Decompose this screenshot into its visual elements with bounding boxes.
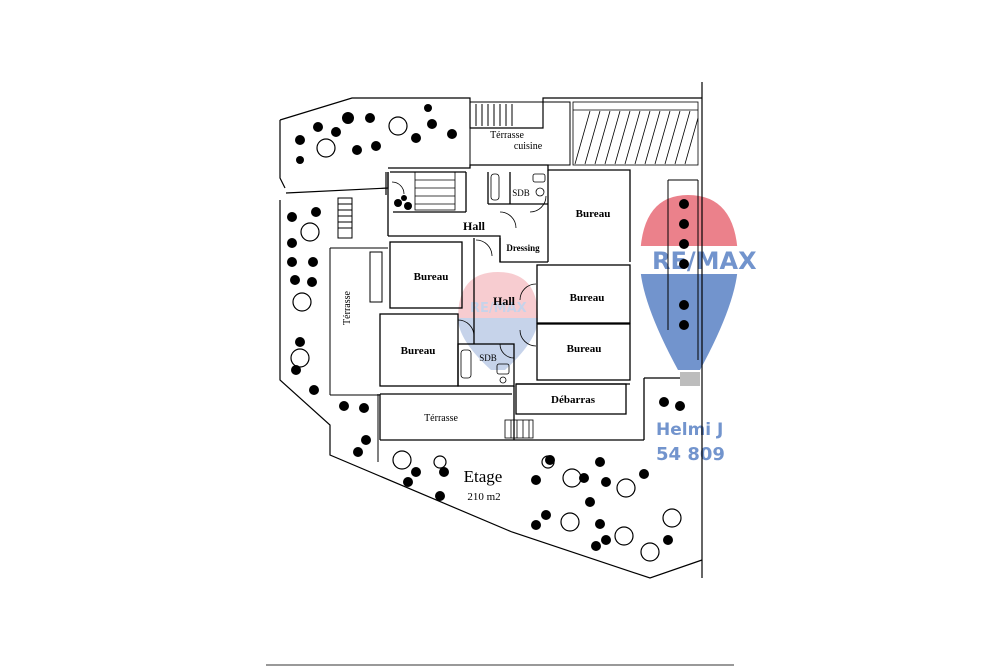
label-terrasse-cuisine-2: cuisine: [514, 141, 543, 152]
watermark-phone: 54 809: [656, 444, 725, 465]
label-sdb-bottom: SDB: [479, 353, 497, 363]
label-bureau-mid-right: Bureau: [570, 292, 605, 304]
svg-text:RE/MAX: RE/MAX: [470, 301, 527, 316]
vegetation-large: [290, 116, 682, 562]
door-swings: [391, 181, 547, 359]
label-terrasse-cuisine-1: Térrasse: [490, 130, 524, 141]
remax-watermark-center: RE/MAX: [458, 272, 538, 370]
label-bureau-bottom-right: Bureau: [567, 343, 602, 355]
floor-title: Etage: [464, 467, 503, 486]
right-strip: [667, 179, 699, 360]
bathroom-fixtures: [460, 173, 546, 384]
label-sdb-top: SDB: [512, 188, 530, 198]
vegetation: [287, 104, 689, 551]
label-dressing: Dressing: [506, 243, 540, 253]
side-terrasse-walls: [329, 197, 388, 462]
label-debarras: Débarras: [551, 394, 596, 406]
remax-watermark-right: RE/MAX Helmi J 54 809: [640, 195, 757, 465]
hatched-stair: [572, 101, 699, 166]
label-bureau-left: Bureau: [414, 271, 449, 283]
label-terrasse-bottom: Térrasse: [424, 413, 458, 424]
interior-walls: [379, 164, 680, 441]
label-bureau-bottom-left: Bureau: [401, 345, 436, 357]
watermark-brand: RE/MAX: [652, 247, 757, 275]
label-bureau-top-right: Bureau: [576, 208, 611, 220]
stair-small: [414, 171, 534, 439]
label-hall-center: Hall: [493, 294, 516, 308]
label-terrasse-side: Térrasse: [342, 291, 353, 325]
watermark-agent: Helmi J: [656, 420, 723, 440]
floor-area: 210 m2: [467, 491, 500, 503]
label-hall-top: Hall: [463, 219, 486, 233]
